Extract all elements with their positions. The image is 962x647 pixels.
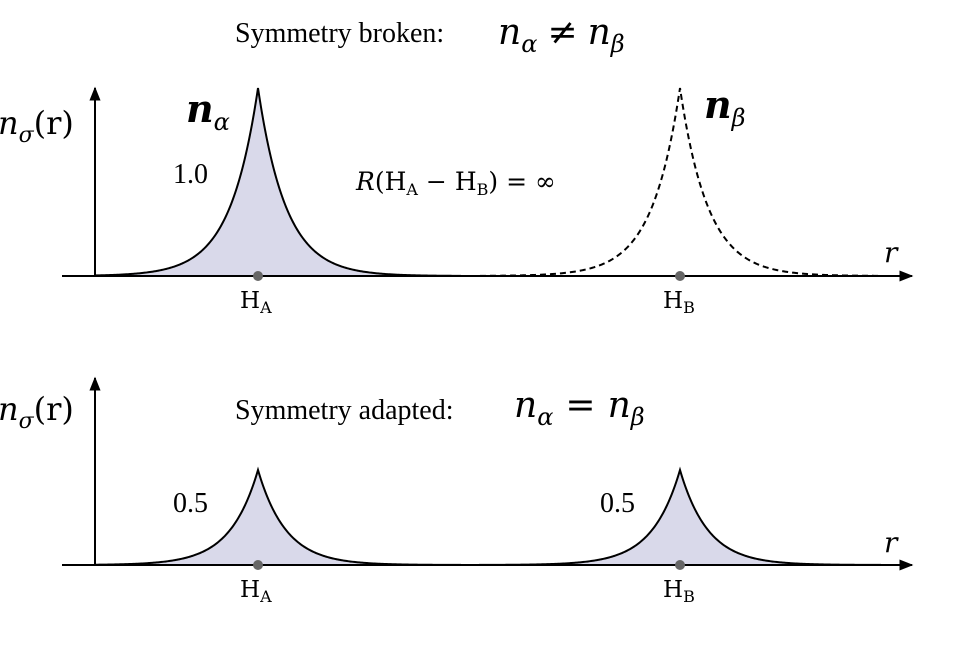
top-title-math: nα≠nβ — [498, 12, 625, 58]
top-site-a-dot — [253, 271, 263, 281]
top-title-n-alpha: n — [498, 12, 521, 53]
top-peak-a-label: nα — [186, 86, 230, 136]
bottom-y-label: nσ(r) — [0, 390, 74, 434]
distance-label: R(HA − HB) = ∞ — [355, 167, 556, 199]
top-site-b-label: HB — [663, 288, 695, 317]
top-site-a-label: HA — [240, 288, 272, 317]
top-peak-beta — [480, 87, 880, 277]
bottom-peak-b — [479, 466, 881, 566]
bottom-site-b-label: HB — [663, 577, 695, 606]
top-peak-b-label: nβ — [704, 82, 746, 132]
top-peak-alpha — [94, 87, 461, 277]
top-peak-a-value: 1.0 — [173, 159, 208, 190]
bottom-peak-a-value: 0.5 — [173, 488, 208, 519]
bottom-site-a-dot — [253, 560, 263, 570]
top-panel: Symmetry broken: nα≠nβ nσ(r) r nα nβ 1.0… — [0, 12, 914, 317]
top-title-text: Symmetry broken: — [235, 18, 444, 49]
bottom-panel: nσ(r) Symmetry adapted: nα=nβ r 0.5 0.5 … — [0, 376, 914, 606]
top-y-label: nσ(r) — [0, 104, 74, 148]
bottom-peak-b-value: 0.5 — [600, 488, 635, 519]
bottom-peak-a — [94, 466, 461, 566]
bottom-title-math: nα=nβ — [514, 385, 645, 431]
top-site-b-dot — [675, 271, 685, 281]
bottom-x-label: r — [884, 526, 899, 559]
top-x-label: r — [884, 236, 899, 269]
bottom-site-a-label: HA — [240, 577, 272, 606]
bottom-site-b-dot — [675, 560, 685, 570]
bottom-title-text: Symmetry adapted: — [235, 395, 454, 426]
